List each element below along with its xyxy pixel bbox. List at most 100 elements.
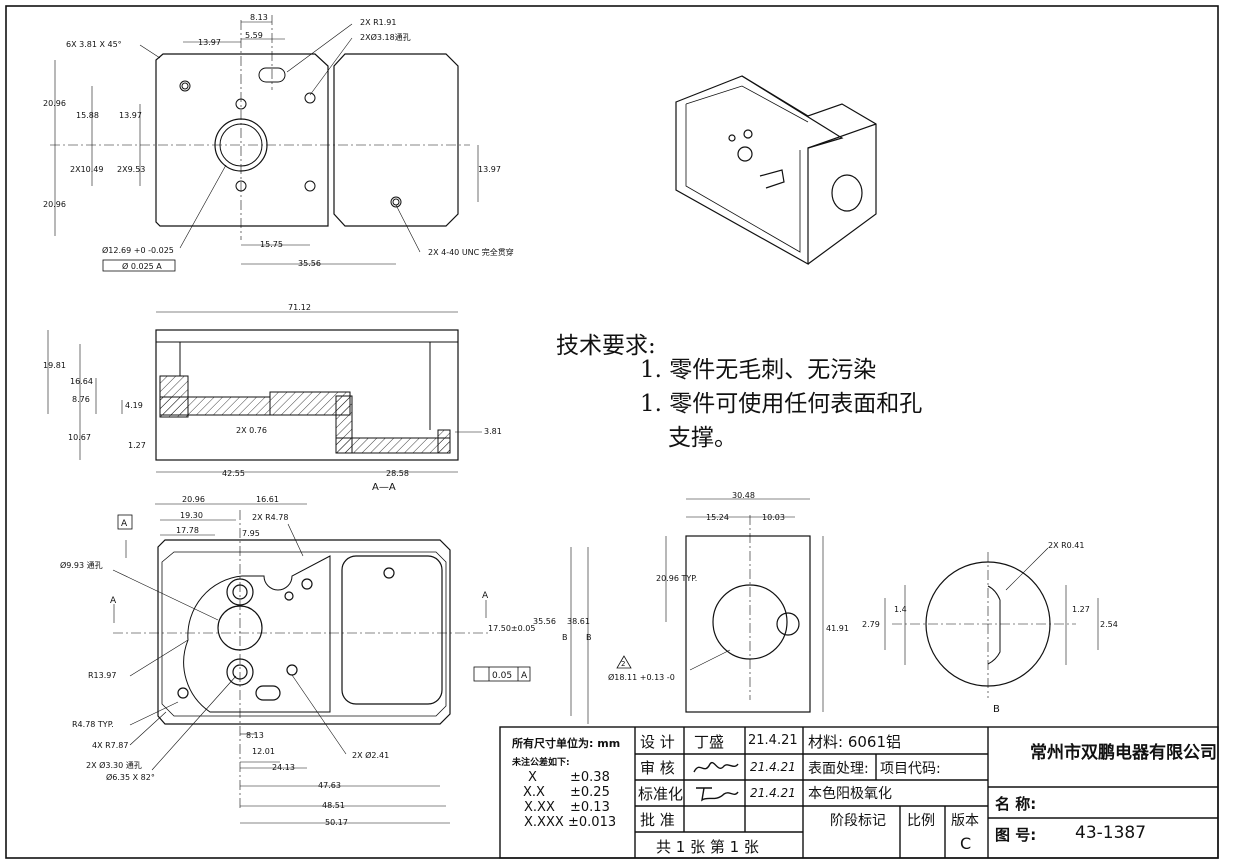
dim-label: 2X R4.78 [252,513,288,522]
detail-b-dims: 2X R0.41 1.4 2.79 1.27 2.54 B [862,541,1118,715]
tolerance-subtitle: 未注公差如下: [512,758,570,768]
title-block-frame [499,726,1219,859]
dim-label: 47.63 [318,781,341,790]
drawing-number: 43-1387 [1075,823,1147,843]
dim-label: Ø12.69 +0 -0.025 [102,245,174,255]
dim-label: 17.78 [176,526,199,535]
dim-label: 12.01 [252,747,275,756]
scale-label: 比例 [907,813,935,829]
standard-date: 21.4.21 [750,786,796,800]
dim-label: Ø9.93 通孔 [60,560,103,570]
dim-label: 2X 4-40 UNC 完全贯穿 [428,247,514,257]
dim-label: 20.96 [182,495,205,504]
dim-label: 20.96 [43,99,66,108]
approve-label: 批 准 [640,811,675,829]
version-value: C [960,834,972,853]
tech-requirement-item: 1. 零件无毛刺、无污染 [640,357,877,383]
top-view [50,15,479,272]
part-name-label: 名 称: [995,795,1037,813]
dim-label: 6X 3.81 X 45° [66,40,122,49]
tolerance-value: ±0.013 [568,815,617,830]
section-marker-label: A [482,591,489,601]
dim-label: 16.61 [256,495,279,504]
dim-label: 38.61 [567,617,590,626]
dim-label: 2X 0.76 [236,426,267,435]
tolerance-format: X [528,770,537,785]
dim-label: 17.50±0.05 [488,624,535,633]
dim-label: 2XØ3.18通孔 [360,32,411,42]
end-view-dims: 30.48 15.24 10.03 20.96 TYP. 41.91 Ø18.1… [608,491,849,682]
dim-label: 3.81 [484,427,502,436]
dim-label: 20.96 [43,200,66,209]
bottom-view-dims: 20.96 16.61 19.30 2X R4.78 17.78 7.95 Ø9… [60,495,592,827]
isometric-view [675,75,877,266]
dim-label: 28.58 [386,469,409,478]
datum-b-label: B [562,633,568,642]
dim-label: 19.81 [43,361,66,370]
tolerance-value: ±0.25 [570,785,610,800]
dim-label: 41.91 [826,624,849,633]
standard-label: 标准化 [638,785,684,803]
review-label: 审 核 [640,759,675,777]
dim-label: 48.51 [322,801,345,810]
tolerance-value: ±0.13 [570,800,610,815]
review-signature [690,756,742,778]
material: 材料: 6061铝 [808,733,901,751]
datum-a-label: A [521,671,528,681]
tech-requirements-title: 技术要求: [556,333,656,359]
top-view-dims: 8.13 2X R1.91 5.59 2XØ3.18通孔 6X 3.81 X 4… [43,13,514,271]
dim-label: 24.13 [272,763,295,772]
design-label: 设 计 [640,733,675,751]
dim-label: 35.56 [298,259,321,268]
detail-b-view [884,547,1099,698]
dim-label: 19.30 [180,511,203,520]
design-name: 丁盛 [694,733,725,751]
datum-a-label: A [121,519,128,529]
dim-label: 30.48 [732,491,755,500]
dim-label: 10.03 [762,513,785,522]
tolerance-title: 所有尺寸单位为: mm [512,737,621,750]
dim-label: 2X10.49 [70,165,103,174]
tech-requirement-item: 支撑。 [668,425,737,451]
dim-label: R13.97 [88,671,116,680]
dim-label: 42.55 [222,469,245,478]
dim-label: Ø 0.025 A [122,261,162,271]
dim-label: 15.75 [260,240,283,249]
tolerance-format: X.XX [524,800,555,815]
dim-label: R4.78 TYP. [72,720,114,729]
dim-label: 1.27 [128,441,146,450]
datum-b-label: B [586,633,592,642]
section-view-dims: 71.12 19.81 16.64 8.76 4.19 10.67 1.27 2… [43,303,502,493]
tech-requirement-item: 1. 零件可使用任何表面和孔 [640,391,923,417]
dim-label: Ø6.35 X 82° [106,772,155,782]
surface-value: 本色阳极氧化 [808,786,892,802]
company-name: 常州市双鹏电器有限公司 [1030,743,1217,763]
dim-label: 4X R7.87 [92,741,128,750]
dim-label: 10.67 [68,433,91,442]
dim-label: 35.56 [533,617,556,626]
standard-signature [690,782,742,804]
dim-label: 2X Ø2.41 [352,750,389,760]
dim-label: 13.97 [478,165,501,174]
dim-label: 50.17 [325,818,348,827]
dim-label: 16.64 [70,377,93,386]
dim-label: 2.79 [862,620,880,629]
bottom-view [112,503,589,824]
tolerance-value: ±0.38 [570,770,610,785]
dim-label: 1.27 [1072,605,1090,614]
section-marker-label: A [110,596,117,606]
dim-label: 2X R0.41 [1048,541,1084,550]
detail-label: B [993,704,1000,715]
dim-label: 7.95 [242,529,260,538]
handwritten-signature-icon [696,787,739,802]
section-label: A—A [372,482,396,493]
flatness-value: 0.05 [492,671,512,681]
dim-label: 13.97 [119,111,142,120]
dim-label: 2X9.53 [117,165,145,174]
drawing-number-label: 图 号: [995,826,1037,844]
handwritten-signature-icon [693,761,739,773]
dim-label: 20.96 TYP. [656,574,697,583]
end-view [616,498,824,713]
